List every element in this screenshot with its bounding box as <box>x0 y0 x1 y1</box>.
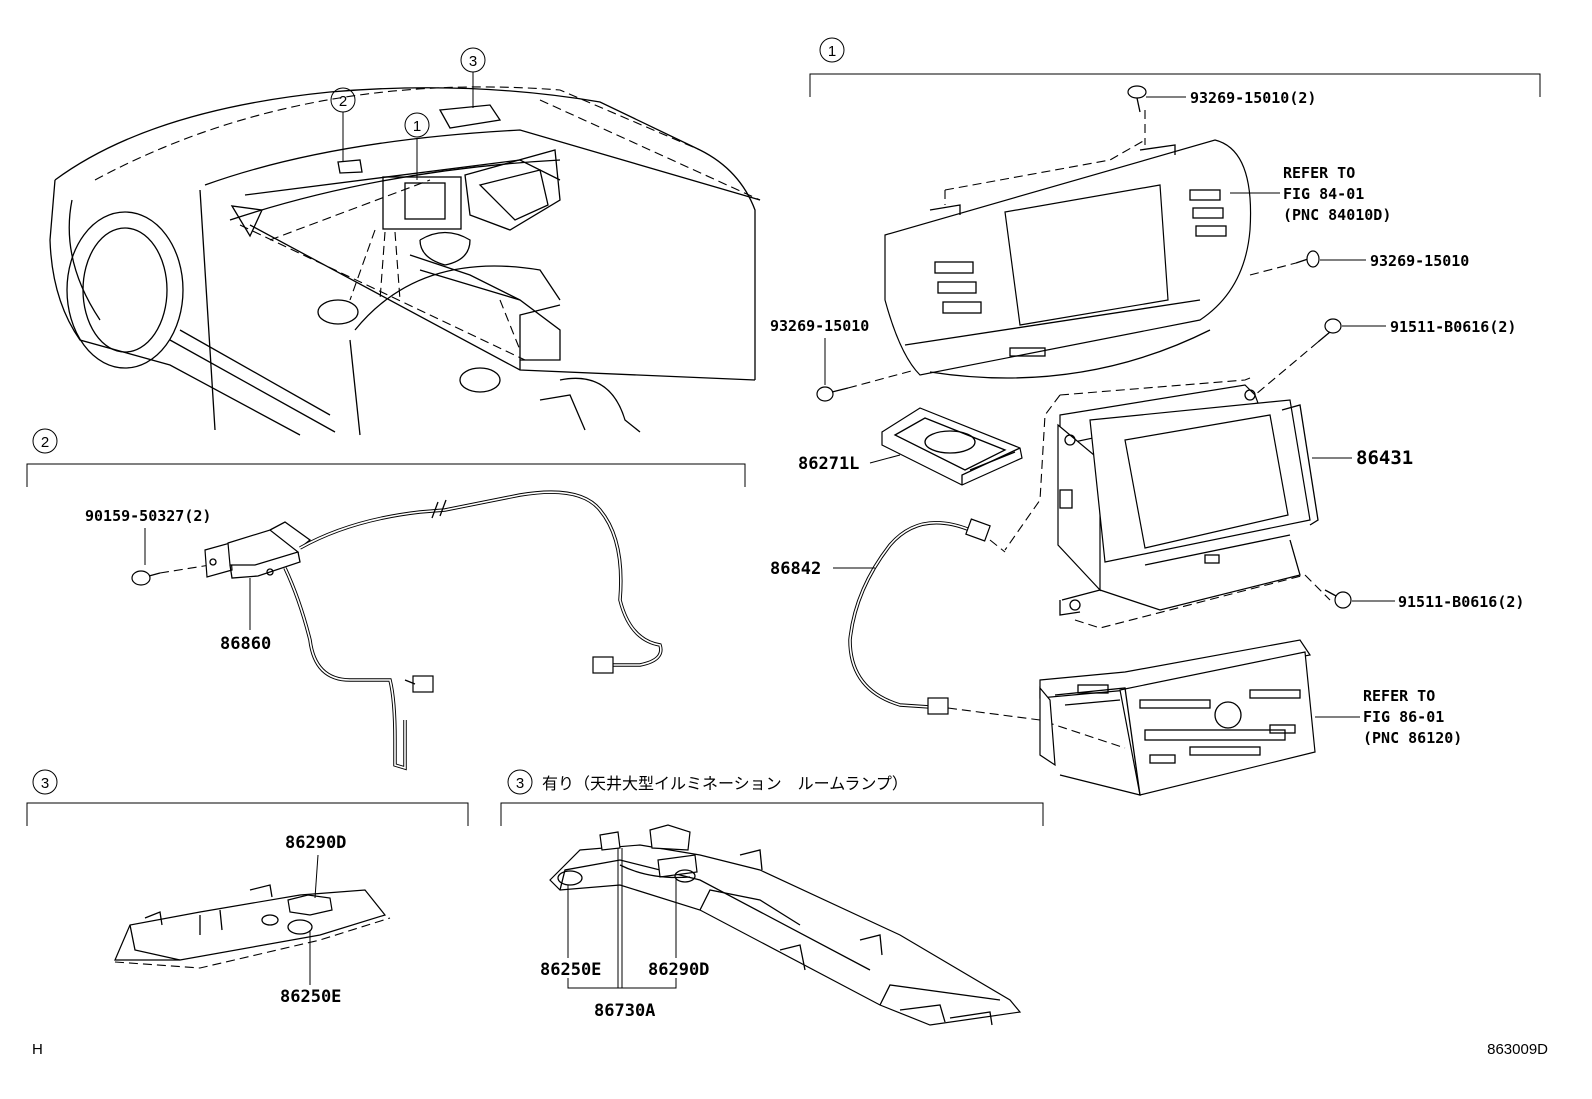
car-callout-1: 1 <box>413 118 421 135</box>
cable-86842-illustration <box>848 518 991 715</box>
label-93269-15010-left: 93269-15010 <box>770 317 869 335</box>
label-91511-b0616-2-bottom: 91511-B0616(2) <box>1398 593 1524 611</box>
section-3b-title: 有り（天井大型イルミネーション ルームランプ） <box>542 774 908 793</box>
section-1-bracket <box>809 73 1541 97</box>
gps-antenna-illustration <box>204 490 663 771</box>
car-callout-3: 3 <box>469 53 477 70</box>
section-2-group: 2 90159-50327(2) 86860 <box>26 428 746 771</box>
label-86730a: 86730A <box>594 1001 655 1021</box>
screw-left <box>816 386 849 402</box>
audio-unit-illustration <box>1039 639 1316 796</box>
section-3-group: 3 86290D 86250E <box>26 769 469 1007</box>
display-unit-illustration <box>1057 384 1319 616</box>
refer-to-label-1: REFER TO <box>1283 164 1355 182</box>
label-86271l: 86271L <box>798 454 859 474</box>
label-91511-b0616-2-top: 91511-B0616(2) <box>1390 318 1516 336</box>
section-3-number: 3 <box>41 775 49 792</box>
footer-figure-code: 863009D <box>1487 1041 1548 1058</box>
section-3b-number: 3 <box>516 775 524 792</box>
fig-86-01-label: FIG 86-01 <box>1363 708 1444 726</box>
86730a-bracket <box>567 978 677 989</box>
section-3b-bracket <box>500 802 1044 826</box>
ceiling-lamp-illustration <box>549 824 1022 1026</box>
section-1-number: 1 <box>828 43 836 60</box>
label-93269-15010-2: 93269-15010(2) <box>1190 89 1316 107</box>
label-86250e-left: 86250E <box>280 987 341 1007</box>
callout-circle-2 <box>330 87 356 113</box>
label-86250e-right: 86250E <box>540 960 601 980</box>
screw-right <box>1295 250 1320 268</box>
refer-to-label-2: REFER TO <box>1363 687 1435 705</box>
label-86431: 86431 <box>1356 447 1413 469</box>
fig-84-01-label: FIG 84-01 <box>1283 185 1364 203</box>
section-2-number: 2 <box>41 434 49 451</box>
label-86290d-left: 86290D <box>285 833 346 853</box>
display-bezel-illustration <box>884 139 1252 379</box>
label-93269-15010-right: 93269-15010 <box>1370 252 1469 270</box>
screw-91511-top <box>1317 318 1342 343</box>
room-lamp-illustration <box>114 884 391 969</box>
callout-circle-3 <box>460 47 486 73</box>
screw-91511-bottom <box>1324 589 1352 609</box>
pnc-86120-label: (PNC 86120) <box>1363 729 1462 747</box>
section-2-circle <box>32 428 58 454</box>
callout-circle-1 <box>404 112 430 138</box>
label-90159-50327-2: 90159-50327(2) <box>85 507 211 525</box>
section-2-bracket <box>26 463 746 487</box>
label-86842: 86842 <box>770 559 821 579</box>
pnc-84010d-label: (PNC 84010D) <box>1283 206 1391 224</box>
section-3-circle <box>32 769 58 795</box>
section-3b-circle <box>507 769 533 795</box>
label-86290d-right: 86290D <box>648 960 709 980</box>
hdd-unit-illustration <box>881 407 1023 486</box>
car-callout-2: 2 <box>339 93 347 110</box>
screw-90159 <box>131 570 161 586</box>
section-3-bracket <box>26 802 469 826</box>
footer-left-code: H <box>32 1041 43 1058</box>
section-1-group: 1 93269-15010(2) REFER TO <box>770 37 1541 796</box>
label-86860: 86860 <box>220 634 271 654</box>
section-1-circle <box>819 37 845 63</box>
screw-top <box>1127 85 1147 113</box>
car-interior-illustration: 2 1 3 <box>49 47 761 436</box>
section-3b-group: 3 有り（天井大型イルミネーション ルームランプ） 86250E 86290D <box>500 769 1044 1026</box>
